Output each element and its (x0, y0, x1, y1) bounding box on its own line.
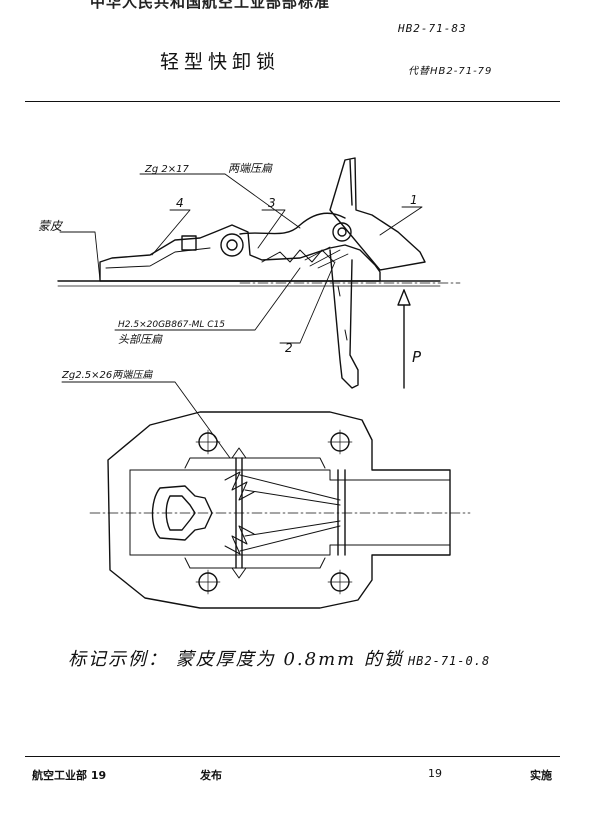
label-pin-note: 头部压扁 (118, 333, 163, 346)
label-rivet-top: Zg 2×17 (144, 164, 189, 175)
header-divider (25, 101, 560, 102)
footer-divider (25, 756, 560, 757)
label-part-1: 1 (410, 193, 418, 207)
organization-header: 中华人民共和国航空工业部部标准 (90, 0, 331, 11)
footer-year: 19 (428, 767, 442, 780)
label-part-3: 3 (268, 196, 276, 210)
replaces-note: 代替HB2-71-79 (408, 66, 493, 77)
footer-effective: 实施 (530, 769, 552, 782)
technical-drawing: 蒙皮 Zg 2×17 两端压扁 4 3 1 2 H2.5×20GB867-ML … (38, 157, 471, 609)
label-part-2: 2 (285, 341, 293, 355)
marking-example-text: 标记示例： 蒙皮厚度为 0.8mm 的锁 (68, 649, 404, 670)
label-rivet-bottom: Zg2.5×26两端压扁 (61, 369, 153, 381)
label-rivet-top-note: 两端压扁 (228, 162, 273, 175)
label-skin: 蒙皮 (38, 219, 64, 233)
standard-code: HB2-71-83 (398, 22, 467, 35)
page-title: 轻型快卸锁 (160, 51, 281, 73)
footer-issued: 发布 (200, 769, 222, 782)
marking-example-code: HB2-71-0.8 (407, 654, 491, 668)
footer-issuer: 航空工业部 19 (32, 769, 107, 782)
label-force-p: P (412, 348, 422, 366)
label-pin-spec: H2.5×20GB867-ML C15 (118, 320, 225, 330)
label-part-4: 4 (176, 196, 184, 210)
